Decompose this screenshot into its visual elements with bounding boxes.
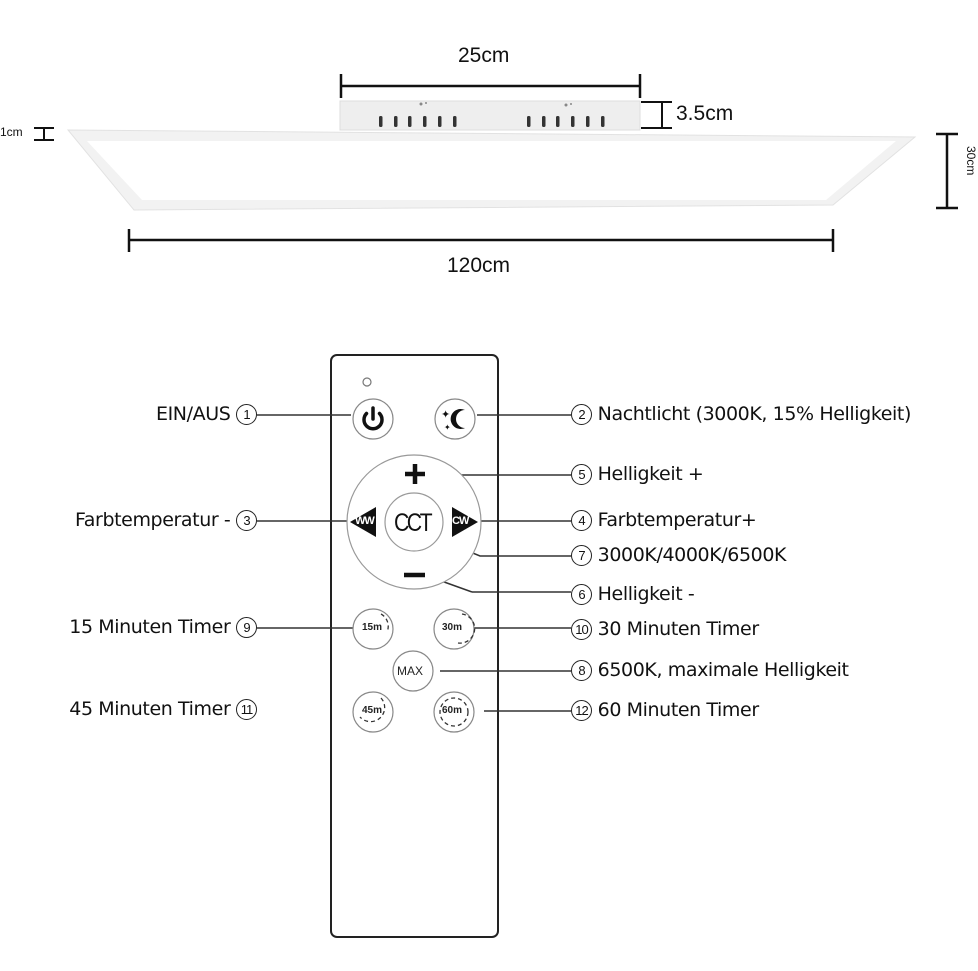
- driver-height-dimension: [641, 101, 672, 129]
- panel-width-dimension: [936, 132, 958, 210]
- driver-box: [339, 100, 641, 131]
- panel-length-dimension: [127, 229, 835, 252]
- callout-text: 45 Minuten Timer: [69, 698, 231, 720]
- callout-number: 5: [571, 464, 592, 485]
- callout-7: 7 3000K/4000K/6500K: [571, 544, 786, 566]
- panel-thickness-dimension: [34, 127, 54, 141]
- callout-text: 60 Minuten Timer: [597, 699, 760, 721]
- callout-number: 4: [571, 510, 592, 531]
- callout-5: 5 Helligkeit +: [571, 463, 704, 485]
- callout-text: 3000K/4000K/6500K: [597, 544, 787, 566]
- callout-number: 9: [236, 617, 257, 638]
- cct-glyph: CCT: [394, 509, 433, 537]
- max-glyph: MAX: [397, 664, 424, 678]
- callout-6: 6 Helligkeit -: [571, 583, 695, 605]
- ww-glyph: WW: [355, 515, 375, 527]
- callout-text: 30 Minuten Timer: [597, 618, 760, 640]
- cw-glyph: CW: [452, 515, 469, 527]
- callout-text: Helligkeit -: [597, 583, 695, 605]
- panel-thickness-label: 1cm: [0, 125, 23, 139]
- callout-number: 12: [571, 700, 592, 721]
- callout-text: 6500K, maximale Helligkeit: [597, 659, 849, 681]
- callout-number: 7: [571, 545, 592, 566]
- timer-45-glyph: 45m: [362, 705, 383, 716]
- driver-vents: [379, 116, 605, 127]
- callout-text: Helligkeit +: [597, 463, 704, 485]
- callout-10: 10 30 Minuten Timer: [571, 618, 759, 640]
- callout-1: EIN/AUS 1: [156, 403, 257, 425]
- callout-number: 8: [571, 660, 592, 681]
- driver-width-label: 25cm: [458, 44, 510, 67]
- callout-text: Farbtemperatur -: [75, 509, 231, 531]
- callout-9: 15 Minuten Timer 9: [69, 616, 257, 638]
- panel-length-label: 120cm: [447, 254, 511, 277]
- callout-12: 12 60 Minuten Timer: [571, 699, 759, 721]
- driver-width-dimension: [339, 74, 642, 98]
- callout-text: Nachtlicht (3000K, 15% Helligkeit): [597, 403, 912, 425]
- callout-3: Farbtemperatur - 3: [75, 509, 257, 531]
- indicator-led: [362, 377, 372, 387]
- callout-text: EIN/AUS: [155, 403, 231, 425]
- callout-number: 11: [236, 699, 257, 720]
- callout-number: 10: [571, 619, 592, 640]
- driver-height-label: 3.5cm: [676, 102, 734, 125]
- callout-number: 3: [236, 510, 257, 531]
- timer-15-glyph: 15m: [362, 622, 383, 633]
- callout-number: 1: [236, 404, 257, 425]
- remote-body: [330, 354, 499, 938]
- led-panel-surface: [87, 141, 896, 200]
- callout-2: 2 Nachtlicht (3000K, 15% Helligkeit): [571, 403, 911, 425]
- callout-number: 6: [571, 584, 592, 605]
- timer-60-glyph: 60m: [442, 705, 463, 716]
- callout-number: 2: [571, 404, 592, 425]
- callout-4: 4 Farbtemperatur+: [571, 509, 757, 531]
- callout-text: 15 Minuten Timer: [69, 616, 231, 638]
- panel-width-label: 30cm: [964, 146, 978, 176]
- callout-11: 45 Minuten Timer 11: [69, 698, 257, 720]
- callout-text: Farbtemperatur+: [597, 509, 757, 531]
- timer-30-glyph: 30m: [442, 622, 463, 633]
- callout-8: 8 6500K, maximale Helligkeit: [571, 659, 849, 681]
